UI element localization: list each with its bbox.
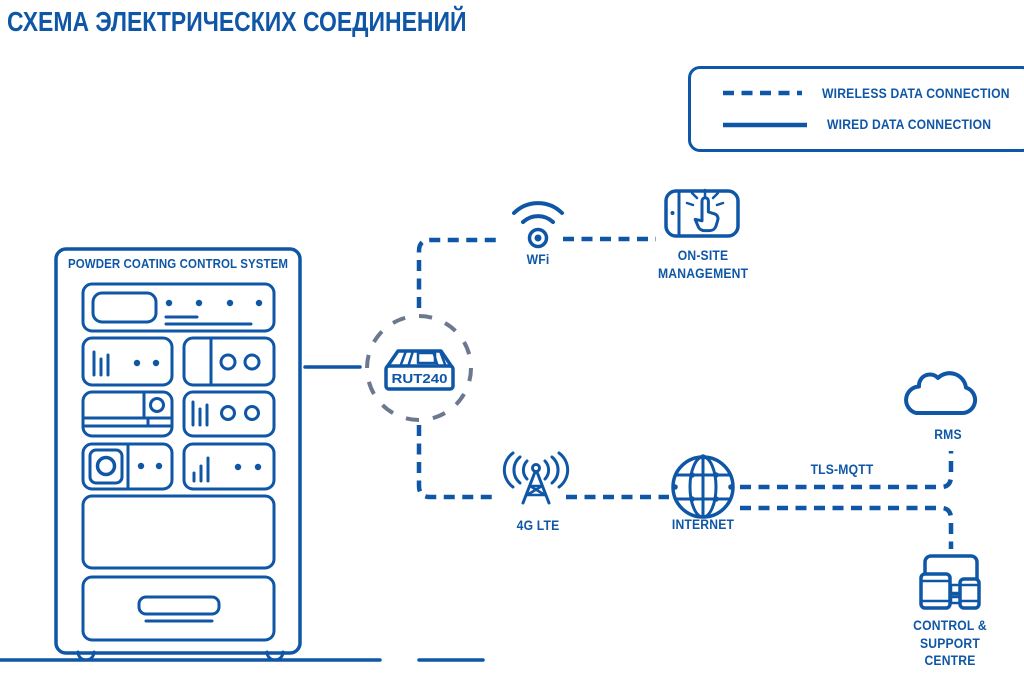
cabinet-module-3 (182, 336, 276, 387)
tap-finger-icon (685, 188, 725, 233)
legend-box: WIRELESS DATA CONNECTION WIRED DATA CONN… (688, 66, 1024, 152)
router-to-lte-line (416, 425, 498, 500)
cabinet-module-5 (182, 390, 276, 438)
router-to-wifi-line (416, 237, 496, 308)
page-title: СХЕМА ЭЛЕКТРИЧЕСКИХ СОЕДИНЕНИЙ (7, 6, 467, 37)
globe-icon (671, 454, 735, 519)
router-model-label: RUT240 (392, 371, 448, 386)
wifi-icon (512, 201, 564, 249)
legend-wired-label: WIRED DATA CONNECTION (827, 117, 992, 133)
cabinet-blank-panel (81, 494, 276, 570)
internet-to-control-line (740, 505, 954, 549)
legend-item-wired: WIRED DATA CONNECTION (723, 117, 1024, 132)
cabinet-title: POWDER COATING CONTROL SYSTEM (67, 257, 289, 271)
cabinet-module-4 (81, 390, 174, 438)
solid-line-sample-icon (723, 122, 807, 128)
tablet-icon (919, 572, 952, 610)
cabinet-feet (76, 650, 285, 662)
cabinet-drawer (81, 575, 276, 642)
onsite-management-label: ON-SITE MANAGEMENT (658, 248, 749, 281)
cabinet-module-2 (81, 336, 174, 387)
legend-item-wireless: WIRELESS DATA CONNECTION (723, 86, 1024, 101)
router-dashed-circle (365, 314, 473, 422)
control-cabinet-icon (54, 247, 302, 662)
router-box-icon: RUT240 (384, 349, 455, 391)
internet-label: INTERNET (671, 517, 735, 532)
devices-icon (919, 554, 981, 610)
internet-to-rms-line (740, 451, 954, 490)
cabinet-module-6 (81, 442, 174, 491)
antenna-tower-icon (502, 451, 570, 505)
cloud-icon (904, 371, 978, 416)
legend-wireless-label: WIRELESS DATA CONNECTION (822, 85, 1011, 101)
dashed-line-sample-icon (723, 90, 803, 96)
wireless-connections (416, 236, 954, 549)
phone-icon (958, 577, 981, 610)
wifi-label: WFi (526, 252, 550, 267)
tablet-touch-icon (664, 188, 740, 238)
tls-mqtt-label: TLS-MQTT (810, 462, 874, 477)
cabinet-module-7 (182, 442, 276, 491)
cabinet-module-1 (81, 282, 276, 333)
lte-label: 4G LTE (516, 518, 560, 533)
rms-label: RMS (934, 427, 962, 442)
control-support-centre-label: CONTROL & SUPPORT CENTRE (913, 618, 987, 669)
